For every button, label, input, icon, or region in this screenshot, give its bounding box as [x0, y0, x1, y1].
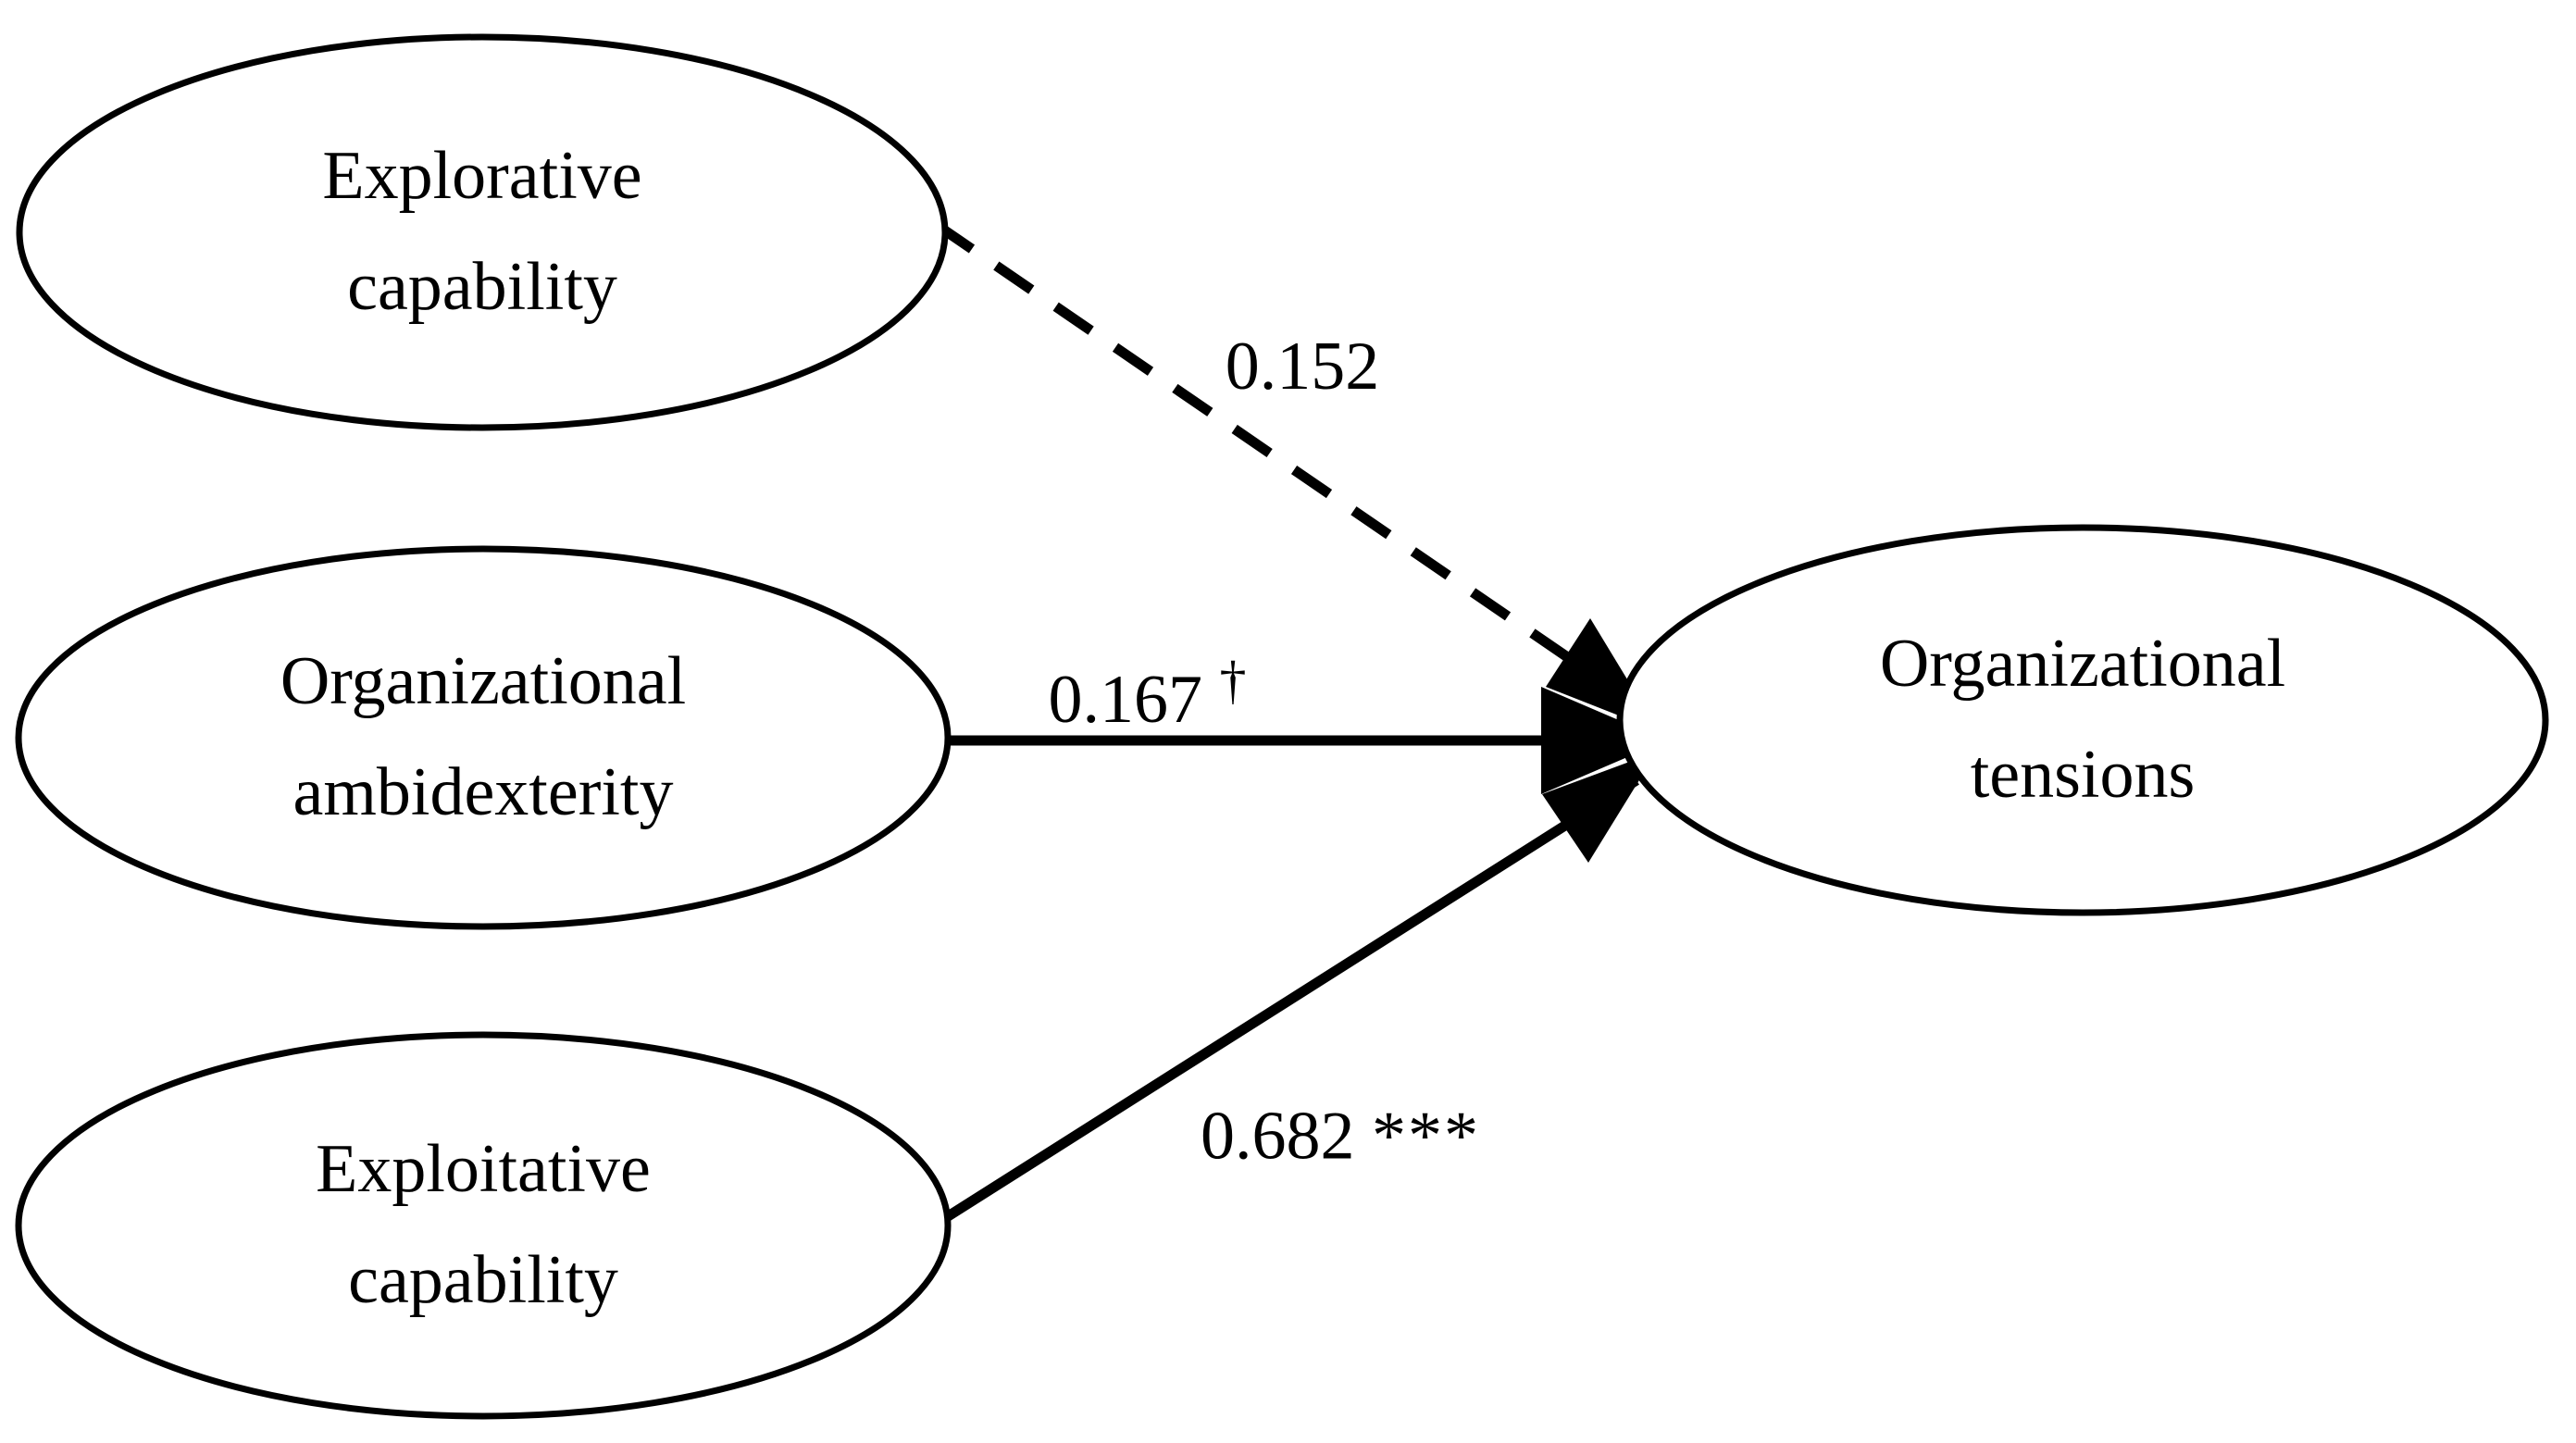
node-organizational-tensions[interactable] — [1616, 524, 2549, 916]
edge-significance: † — [1219, 650, 1248, 711]
edge-significance: *** — [1372, 1098, 1480, 1175]
edge-label-exploitative-to-tensions: 0.682 *** — [1201, 1098, 1480, 1176]
edge-coefficient: 0.152 — [1225, 328, 1380, 404]
edge-coefficient: 0.167 — [1048, 661, 1203, 738]
node-organizational-ambidexterity[interactable] — [15, 545, 952, 930]
edge-explorative-to-tensions-line — [933, 220, 1635, 705]
arrowhead-ambidexterity-to-tensions — [1541, 687, 1666, 794]
edge-label-ambidexterity-to-tensions: 0.167 † — [1049, 649, 1248, 740]
arrowhead-exploitative-to-tensions — [1542, 752, 1657, 863]
node-exploitative-capability[interactable] — [15, 1031, 952, 1420]
edge-label-explorative-to-tensions: 0.152 — [1226, 316, 1380, 406]
node-explorative-capability[interactable] — [16, 33, 949, 431]
edge-coefficient: 0.682 — [1201, 1098, 1355, 1175]
edge-exploitative-to-tensions-line — [940, 776, 1639, 1225]
